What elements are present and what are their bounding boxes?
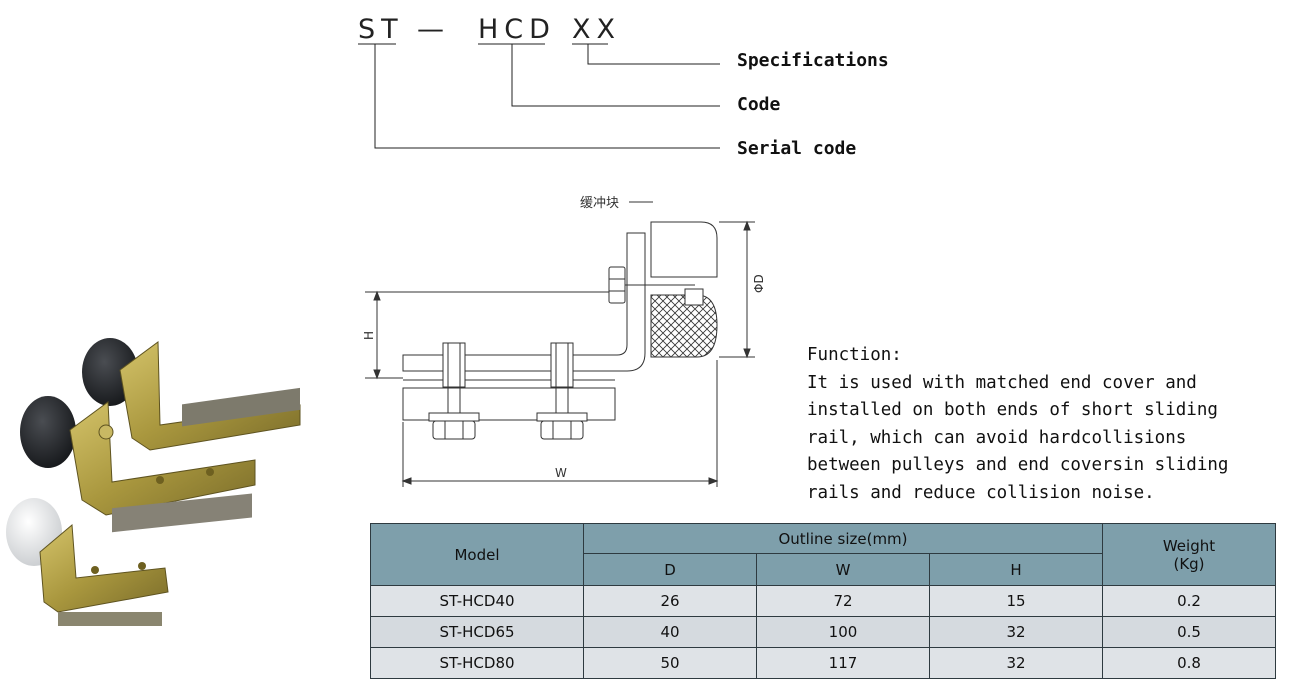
cell-d: 50 xyxy=(583,647,757,679)
cell-d: 40 xyxy=(583,616,757,648)
label-code: Code xyxy=(737,94,781,115)
label-serial-code: Serial code xyxy=(737,138,857,159)
code-part-dash: — xyxy=(417,14,450,45)
legend-connector-lines xyxy=(358,43,720,149)
header-outline-size: Outline size(mm) xyxy=(583,523,1103,554)
product-photo xyxy=(6,338,301,626)
header-weight-label: Weight xyxy=(1162,536,1216,555)
header-d: D xyxy=(583,553,757,586)
header-w: W xyxy=(756,553,930,586)
dimension-d-label: ΦD xyxy=(752,274,766,293)
cell-weight: 0.2 xyxy=(1102,585,1276,617)
function-heading: Function: xyxy=(807,345,902,365)
cell-h: 15 xyxy=(929,585,1103,617)
cell-w: 100 xyxy=(756,616,930,648)
cell-h: 32 xyxy=(929,616,1103,648)
cell-model: ST-HCD80 xyxy=(370,647,584,679)
cell-model: ST-HCD40 xyxy=(370,585,584,617)
code-part-code: HCD xyxy=(478,14,556,45)
dimension-h-label: H xyxy=(362,331,376,340)
table-row: ST-HCD40 26 72 15 0.2 xyxy=(370,585,1276,617)
header-h: H xyxy=(929,553,1103,586)
function-description: Function: It is used with matched end co… xyxy=(807,342,1287,508)
label-specifications: Specifications xyxy=(737,50,889,71)
header-weight-unit: (Kg) xyxy=(1173,554,1205,573)
cell-d: 26 xyxy=(583,585,757,617)
code-part-spec: XX xyxy=(572,14,621,45)
buffer-block-label: 缓冲块 xyxy=(580,196,619,211)
function-line: installed on both ends of short sliding xyxy=(807,400,1218,421)
technical-drawing: 缓冲块 ΦD H W xyxy=(362,196,766,487)
cell-h: 32 xyxy=(929,647,1103,679)
table-row: ST-HCD80 50 117 32 0.8 xyxy=(370,647,1276,679)
cell-weight: 0.5 xyxy=(1102,616,1276,648)
function-line: rail, which can avoid hardcollisions xyxy=(807,427,1187,448)
header-weight: Weight (Kg) xyxy=(1102,523,1276,586)
code-part-serial: ST xyxy=(358,14,404,45)
cell-weight: 0.8 xyxy=(1102,647,1276,679)
header-model: Model xyxy=(370,523,584,586)
table-row: ST-HCD65 40 100 32 0.5 xyxy=(370,616,1276,648)
cell-w: 117 xyxy=(756,647,930,679)
function-line: between pulleys and end coversin sliding xyxy=(807,455,1229,476)
function-line: It is used with matched end cover and xyxy=(807,372,1197,393)
specification-table: Model Outline size(mm) Weight (Kg) D W H… xyxy=(370,523,1276,679)
dimension-w-label: W xyxy=(555,466,567,480)
cell-model: ST-HCD65 xyxy=(370,616,584,648)
cell-w: 72 xyxy=(756,585,930,617)
function-line: rails and reduce collision noise. xyxy=(807,482,1155,503)
